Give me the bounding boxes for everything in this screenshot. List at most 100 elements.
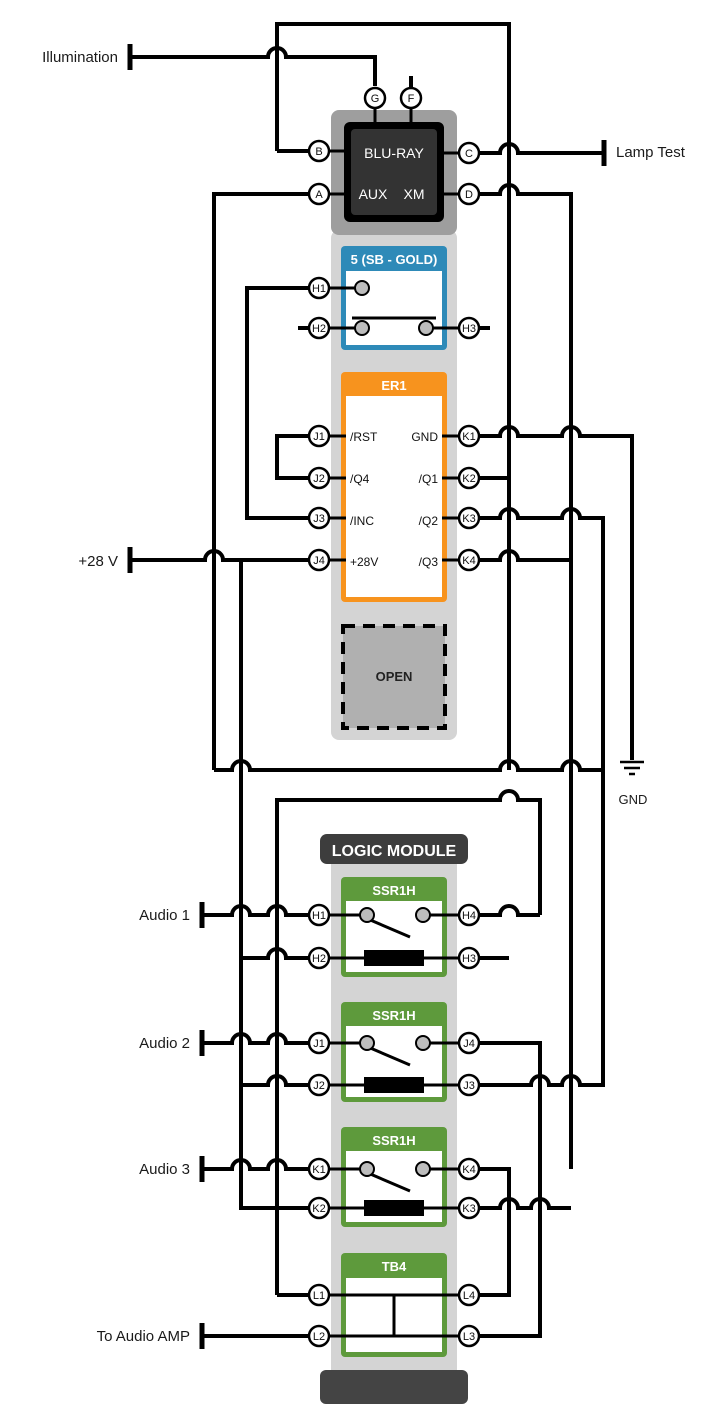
h4-wire — [470, 904, 540, 917]
sb-pin-h1-ring — [307, 276, 331, 300]
ssr3-pin-k2: K2 — [307, 1196, 331, 1220]
pin-a: A — [307, 182, 331, 206]
er1-pin-k3-label: K3 — [462, 513, 475, 525]
pin-c: C — [457, 141, 481, 165]
audio1-wire — [202, 904, 318, 917]
ssr1-contact-b — [415, 907, 431, 923]
ssr1-pin-h2-ring — [307, 946, 331, 970]
ssr3-pin-k1: K1 — [307, 1157, 331, 1181]
ssr2-contact-b — [415, 1035, 431, 1051]
er1-pin-j2-ring — [307, 466, 331, 490]
ssr3-pin-k2-ring — [307, 1196, 331, 1220]
k4-l4-wire — [470, 1167, 511, 1297]
illumination-label[interactable]: Illumination — [42, 49, 118, 66]
audio3-wire — [202, 1158, 318, 1171]
pin-d-label: D — [465, 189, 473, 201]
ssr2-pin-j1: J1 — [307, 1031, 331, 1055]
er1-sig-q3: /Q3 — [419, 555, 439, 569]
er1-sig-inc: /INC — [350, 514, 374, 528]
plus28v-label[interactable]: +28 V — [78, 553, 118, 570]
ssr3-pin-k1-label: K1 — [312, 1164, 325, 1176]
sb-contact-h2 — [354, 320, 370, 336]
ssr1-pin-h3-ring — [457, 946, 481, 970]
ssr1-pin-h3: H3 — [457, 946, 481, 970]
er1-pin-k4: K4 — [457, 548, 481, 572]
sb-pin-h1: H1 — [307, 276, 331, 300]
er1-pin-k3-ring — [457, 506, 481, 530]
er1-pin-j2-label: J2 — [313, 473, 325, 485]
j3-wire — [470, 1074, 603, 1087]
pin-f-ring — [399, 86, 423, 110]
open-slot: OPEN — [341, 624, 447, 730]
ssr1-pin-h4: H4 — [457, 903, 481, 927]
j4-l3-wire — [470, 1041, 542, 1338]
sb-gold-title: 5 (SB - GOLD) — [351, 252, 438, 267]
ssr2-title: SSR1H — [372, 1008, 415, 1023]
tb4-pin-l2-ring — [307, 1324, 331, 1348]
ssr3-contact-b — [415, 1161, 431, 1177]
audio2-label[interactable]: Audio 2 — [139, 1035, 190, 1052]
ssr1-switch-icon — [367, 917, 411, 939]
tb4-title: TB4 — [382, 1259, 407, 1274]
pin-c-label: C — [465, 148, 473, 160]
ssr3-pin-k4: K4 — [457, 1157, 481, 1181]
ssr2-pin-j2: J2 — [307, 1073, 331, 1097]
to-audio-amp-label[interactable]: To Audio AMP — [97, 1328, 190, 1345]
er1-pin-k2-ring — [457, 466, 481, 490]
illumination-wire — [130, 46, 377, 86]
lamp-test-label[interactable]: Lamp Test — [616, 144, 686, 161]
ssr2-coil-icon — [364, 1077, 424, 1093]
pin-d-wire — [470, 183, 573, 1169]
ssr2-pin-j3: J3 — [457, 1073, 481, 1097]
ssr2-pin-j3-label: J3 — [463, 1080, 475, 1092]
er1-pin-k4-ring — [457, 548, 481, 572]
ssr2-pin-j2-label: J2 — [313, 1080, 325, 1092]
er1-pin-j2: J2 — [307, 466, 331, 490]
sb-pin-h3-ring — [457, 316, 481, 340]
er1-pin-j3-label: J3 — [313, 513, 325, 525]
ssr1-pin-h3-label: H3 — [462, 953, 476, 965]
er1-module: ER1 /RST /Q4 /INC +28V GND /Q1 /Q2 /Q3 — [341, 372, 447, 602]
module-internals — [330, 108, 458, 1338]
sb-pin-h3: H3 — [457, 316, 481, 340]
bluray-xm-label: XM — [404, 186, 425, 202]
tb4-pin-l3-label: L3 — [463, 1331, 475, 1343]
loop-wire — [275, 789, 542, 1295]
tb4-pin-l4-ring — [457, 1283, 481, 1307]
ssr2-pin-j1-ring — [307, 1031, 331, 1055]
ssr1-coil-icon — [364, 950, 424, 966]
er1-pin-j3: J3 — [307, 506, 331, 530]
logic-module-title: LOGIC MODULE — [332, 843, 457, 860]
pin-a-wire — [212, 192, 318, 770]
sb-pin-h2-ring — [307, 316, 331, 340]
ssr3-pin-k1-ring — [307, 1157, 331, 1181]
ssr1-pin-h4-ring — [457, 903, 481, 927]
tb4-pin-l1-ring — [307, 1283, 331, 1307]
audio1-label[interactable]: Audio 1 — [139, 907, 190, 924]
pin-g-ring — [363, 86, 387, 110]
ssr2-pin-j1-label: J1 — [313, 1038, 325, 1050]
sb-pin-h3-label: H3 — [462, 323, 476, 335]
bottom-return-wire — [214, 759, 603, 772]
sb-contact-h3 — [418, 320, 434, 336]
ssr1-pin-h2: H2 — [307, 946, 331, 970]
er1-pin-j1-ring — [307, 424, 331, 448]
ssr3-coil-icon — [364, 1200, 424, 1216]
k3-wire — [470, 507, 605, 1087]
tb4-pin-l1-label: L1 — [313, 1290, 325, 1302]
tb4-pin-l3-ring — [457, 1324, 481, 1348]
pin-b-ring — [307, 139, 331, 163]
ssr1-pin-h1: H1 — [307, 903, 331, 927]
er1-pin-j3-ring — [307, 506, 331, 530]
bluray-module: BLU-RAY AUX XM — [344, 122, 444, 222]
er1-sig-q2: /Q2 — [419, 514, 439, 528]
ssr2-switch-icon — [367, 1045, 411, 1067]
er1-pin-k4-label: K4 — [462, 555, 475, 567]
ssr2-pin-j4-label: J4 — [463, 1038, 475, 1050]
er1-sig-q4: /Q4 — [350, 472, 370, 486]
ssr3-pin-k4-label: K4 — [462, 1164, 475, 1176]
audio3-label[interactable]: Audio 3 — [139, 1161, 190, 1178]
ssr1-pin-h2-label: H2 — [312, 953, 326, 965]
pin-g-label: G — [371, 93, 380, 105]
